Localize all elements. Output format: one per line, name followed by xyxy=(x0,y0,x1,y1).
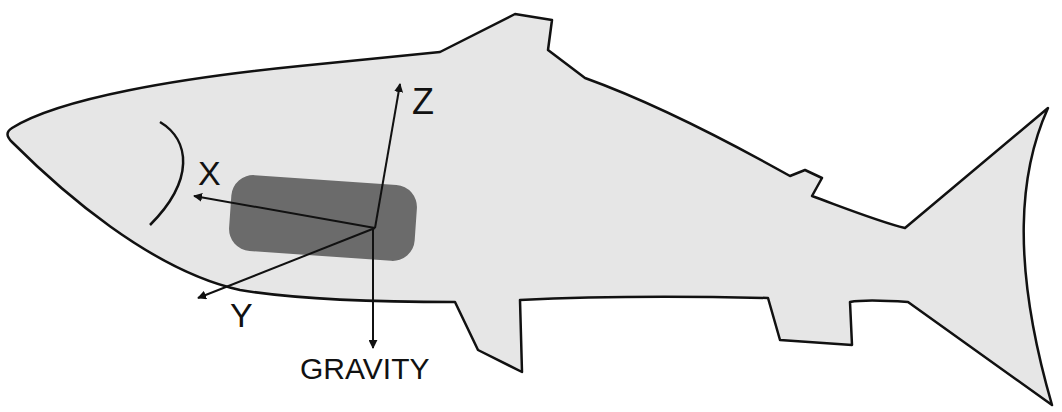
y-axis xyxy=(198,228,375,298)
x-axis xyxy=(194,196,375,228)
gravity-vector xyxy=(372,228,374,348)
axis-label: Z xyxy=(412,84,434,120)
z-axis xyxy=(375,84,400,228)
axis-label: Y xyxy=(230,298,253,332)
gill-line xyxy=(150,122,183,225)
fish-body xyxy=(8,14,1053,405)
vector-label: GRAVITY xyxy=(300,354,429,384)
axis-label: X xyxy=(198,156,221,190)
